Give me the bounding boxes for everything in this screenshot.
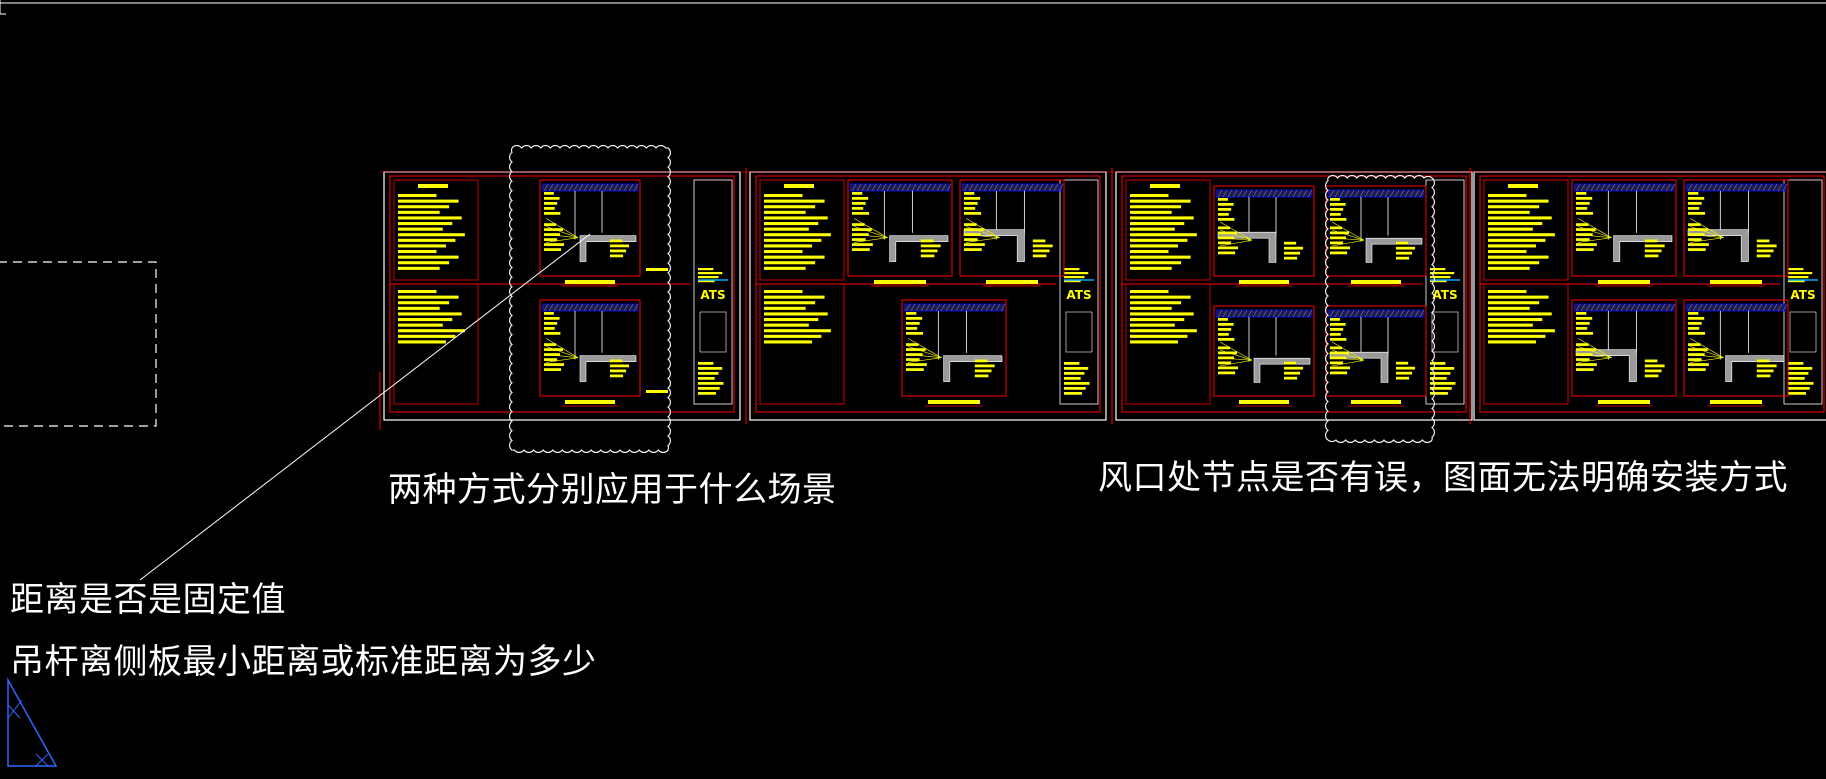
sheet-logo: ATS [1066, 288, 1091, 302]
drawing-sheet[interactable]: ATS [1115, 171, 1473, 421]
revision-cloud-1[interactable] [509, 145, 671, 453]
annotation-distance-question[interactable]: 距离是否是固定值 [10, 580, 286, 620]
sheet-logo: ATS [1790, 288, 1815, 302]
drawing-sheet[interactable]: ATS [1473, 171, 1826, 421]
revision-cloud-2[interactable] [1325, 175, 1435, 443]
annotation-scenario-question[interactable]: 两种方式分别应用于什么场景 [388, 470, 837, 510]
drawing-sheet[interactable]: ATS [749, 171, 1107, 421]
sheet-logo: ATS [700, 288, 725, 302]
top-frame-line [0, 0, 1826, 15]
drawing-sheets[interactable]: ATS ATS ATS ATS [379, 168, 1826, 430]
drawing-sheet[interactable]: ATS [383, 171, 741, 421]
ucs-triangle-icon [7, 677, 58, 767]
dashed-viewport-rect[interactable] [0, 261, 157, 427]
annotation-hanger-question[interactable]: 吊杆离侧板最小距离或标准距离为多少 [10, 642, 597, 682]
sheet-logo: ATS [1432, 288, 1457, 302]
annotation-vent-question[interactable]: 风口处节点是否有误，图面无法明确安装方式 [1098, 458, 1788, 498]
leader-line[interactable] [139, 233, 591, 581]
